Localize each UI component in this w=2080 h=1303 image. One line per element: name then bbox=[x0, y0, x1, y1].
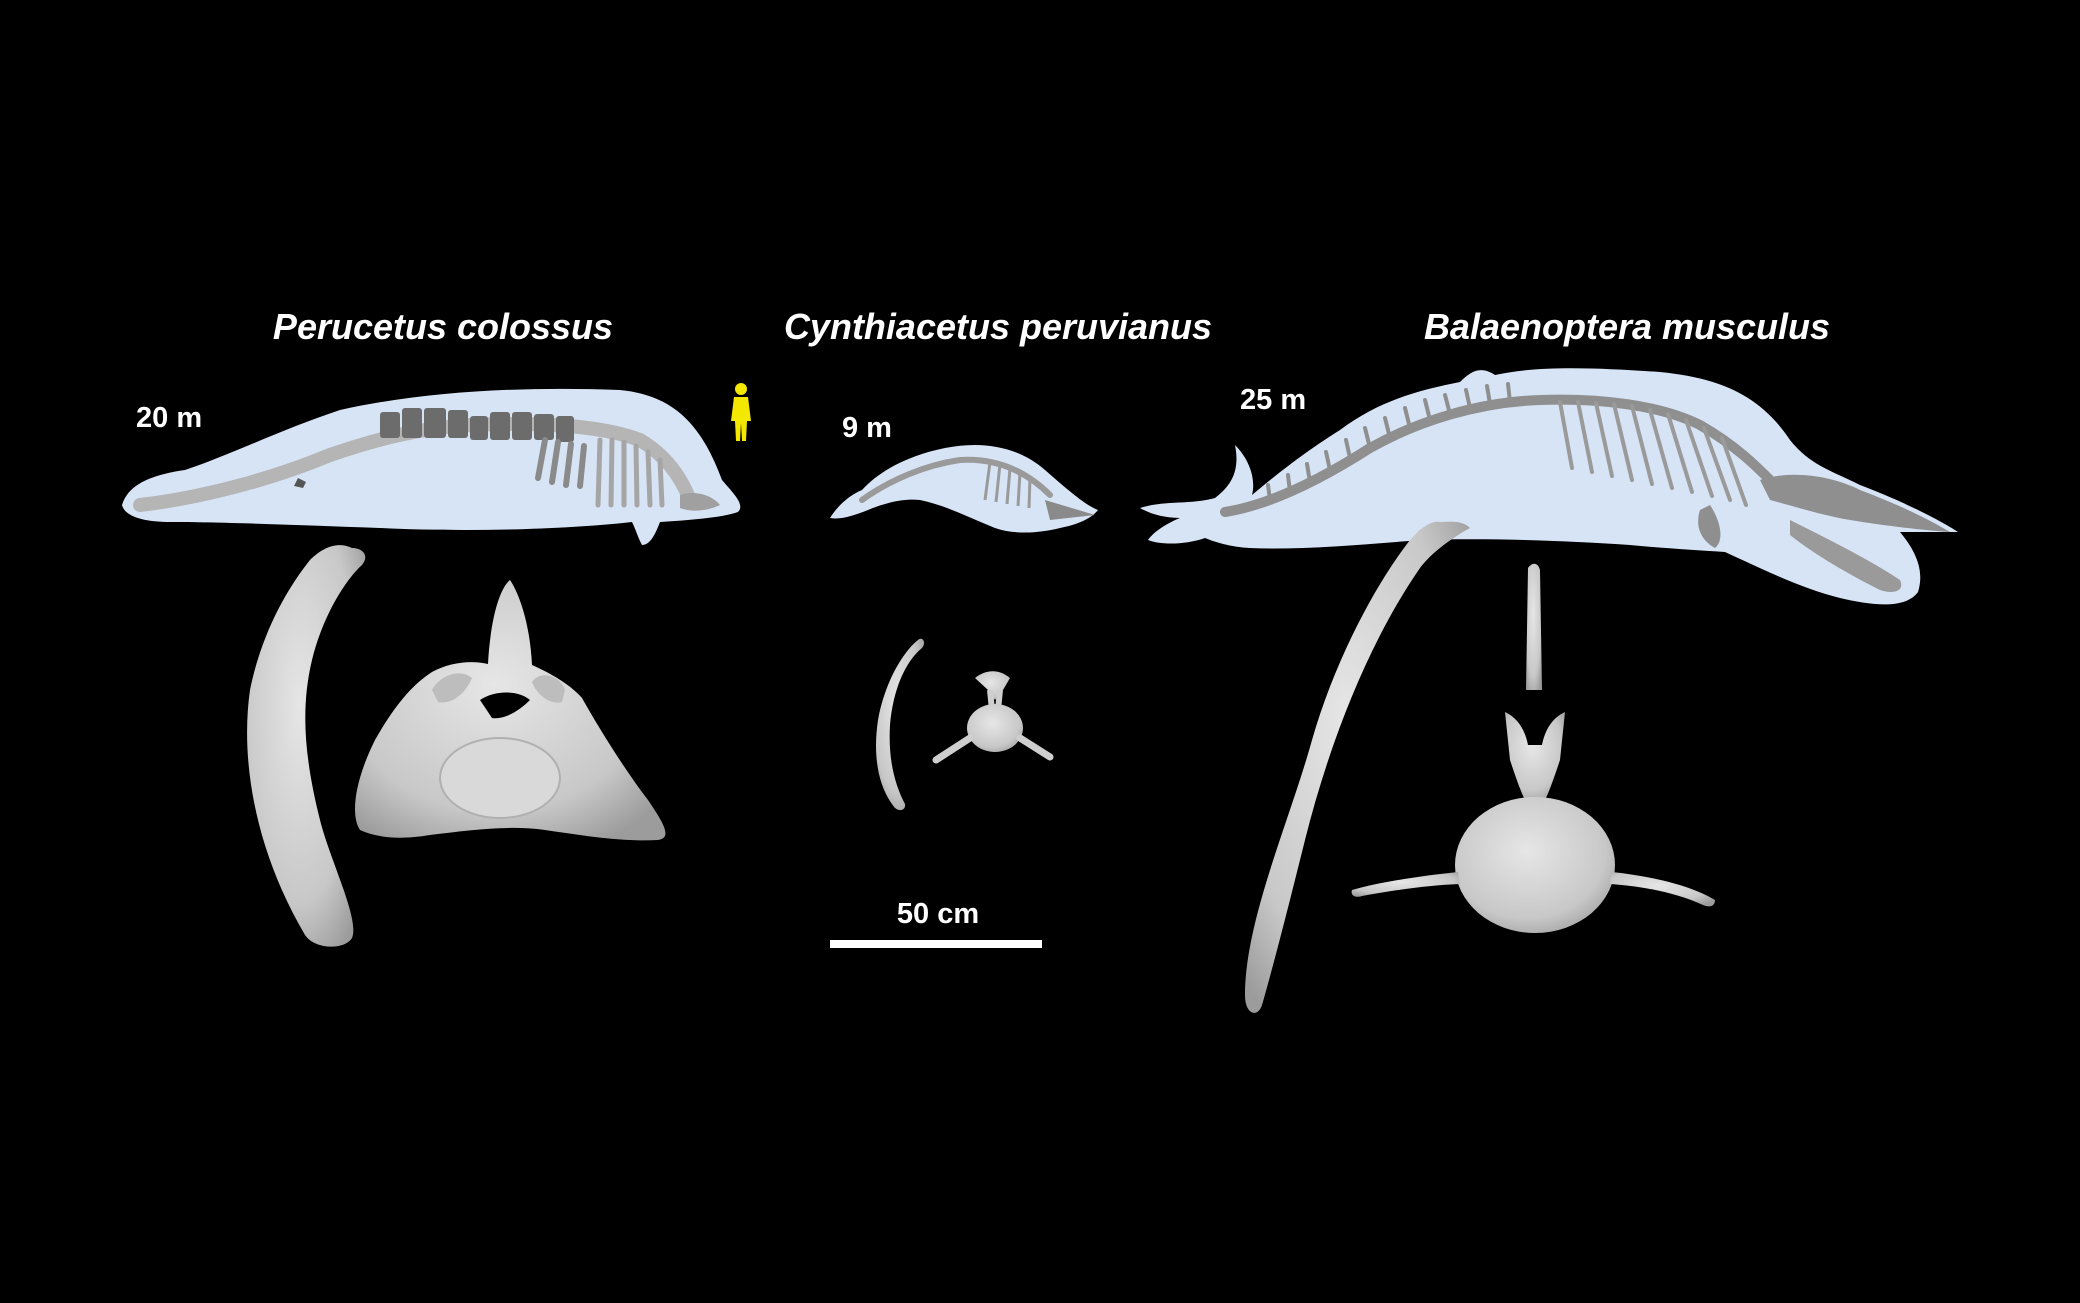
cynthiacetus-skeleton bbox=[859, 456, 1095, 520]
balaenoptera-rib bbox=[1245, 521, 1470, 1013]
species-title-perucetus: Perucetus colossus bbox=[272, 306, 614, 347]
length-label-cynthiacetus: 9 m bbox=[842, 412, 892, 444]
length-label-perucetus: 20 m bbox=[136, 402, 203, 434]
perucetus-rib bbox=[247, 545, 366, 947]
species-title-balaenoptera: Balaenoptera musculus bbox=[1423, 306, 1831, 347]
length-label-balaenoptera: 25 m bbox=[1240, 384, 1307, 416]
cynthiacetus-rib bbox=[875, 638, 925, 811]
scale-bar-label: 50 cm bbox=[896, 898, 980, 930]
balaenoptera-vertebra bbox=[1351, 563, 1715, 933]
balaenoptera-skeleton bbox=[1220, 382, 1950, 592]
balaenoptera-silhouette bbox=[1140, 368, 1958, 605]
cynthiacetus-vertebra bbox=[932, 671, 1054, 764]
scale-bar bbox=[830, 940, 1042, 948]
perucetus-skeleton bbox=[133, 408, 720, 512]
perucetus-vertebra bbox=[355, 580, 666, 841]
cynthiacetus-silhouette bbox=[830, 444, 1098, 533]
human-scale-figure bbox=[731, 383, 751, 441]
species-title-cynthiacetus: Cynthiacetus peruvianus bbox=[783, 306, 1213, 347]
